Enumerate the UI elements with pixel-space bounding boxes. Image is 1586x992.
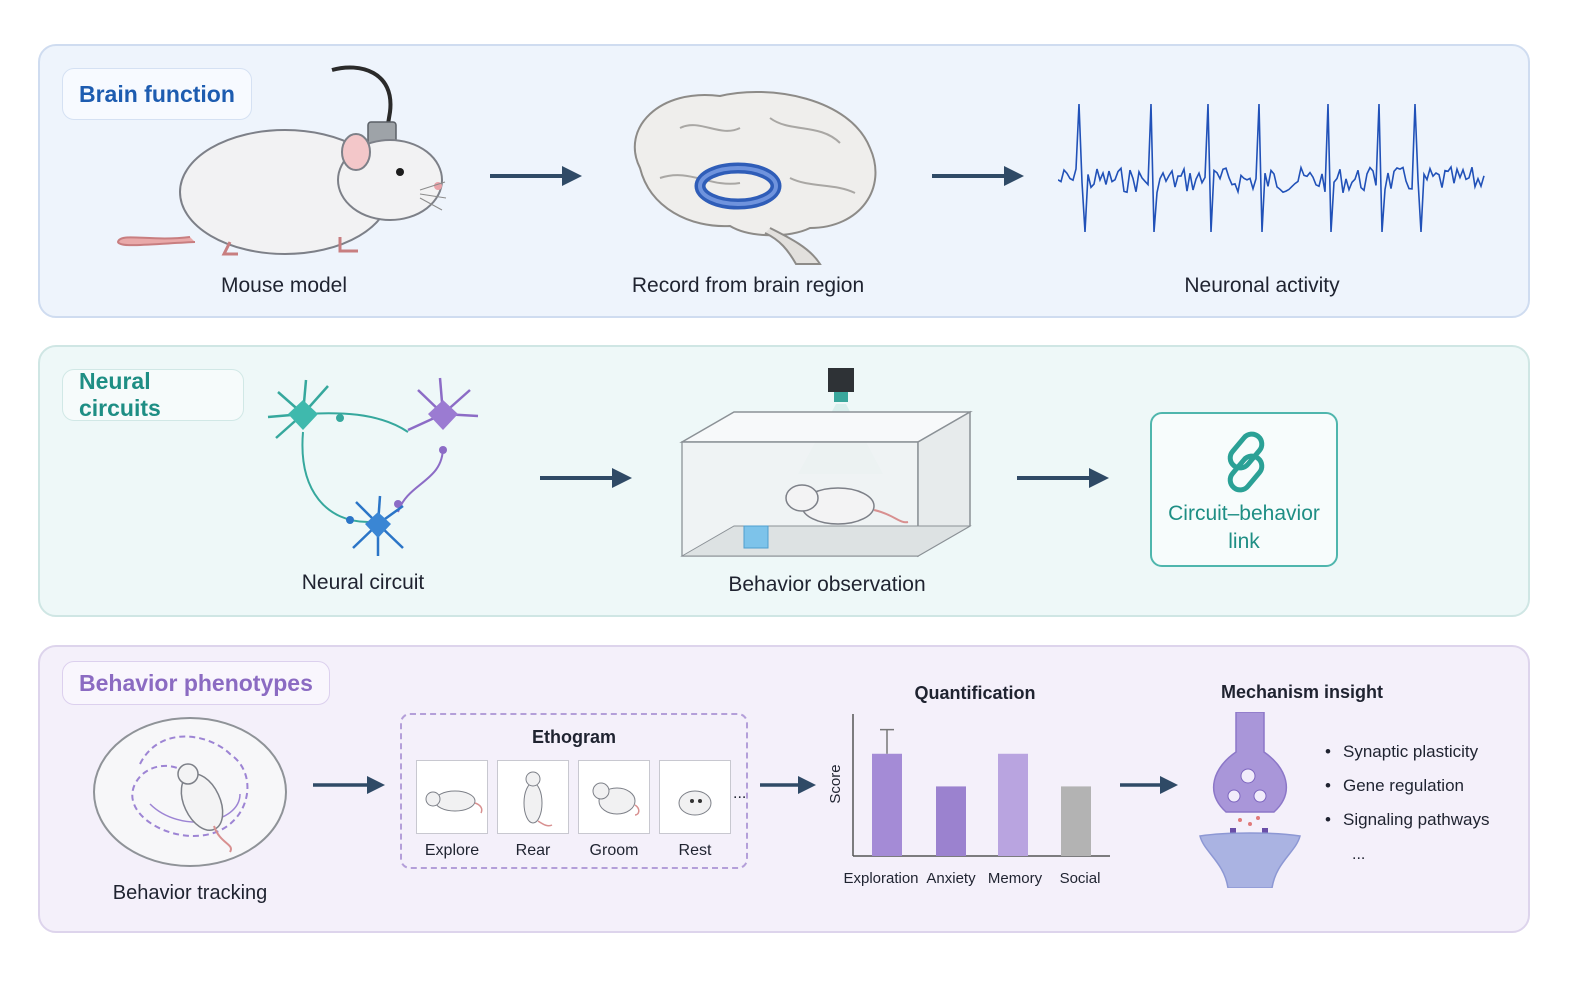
ethogram-label-rest: Rest bbox=[678, 842, 712, 859]
brain-function-badge: Brain function bbox=[62, 68, 252, 120]
step-label-neural-circuit: Neural circuit bbox=[301, 571, 425, 594]
mechanism-more: ... bbox=[1352, 846, 1366, 863]
mechanism-title: Mechanism insight bbox=[1220, 682, 1384, 702]
x-tick-social: Social bbox=[1059, 870, 1101, 887]
arrow-icon bbox=[760, 776, 816, 794]
behavior-arena-icon bbox=[679, 368, 973, 558]
bar-memory bbox=[998, 753, 1028, 856]
behavior-phenotypes-badge: Behavior phenotypes bbox=[62, 661, 330, 705]
tracking-arena-icon bbox=[93, 717, 287, 867]
step-label-neuronal-activity: Neuronal activity bbox=[1184, 274, 1340, 297]
neural-circuit-icon bbox=[267, 377, 479, 556]
ethogram-explore-image bbox=[416, 760, 488, 834]
x-tick-memory: Memory bbox=[987, 870, 1043, 887]
bar-exploration bbox=[872, 753, 902, 856]
step-label-behavior-observation: Behavior observation bbox=[728, 573, 926, 596]
synapse-icon bbox=[1199, 712, 1301, 888]
arrow-icon bbox=[1017, 468, 1109, 488]
quantification-bar-chart: Score bbox=[827, 714, 1110, 857]
mechanism-point-3: Signaling pathways bbox=[1325, 810, 1489, 830]
ethogram-groom-image bbox=[578, 760, 650, 834]
x-tick-exploration: Exploration bbox=[843, 870, 919, 887]
ethogram-rear-image bbox=[497, 760, 569, 834]
y-axis-label: Score bbox=[827, 764, 844, 803]
step-label-mouse-model: Mouse model bbox=[220, 274, 348, 297]
x-tick-anxiety: Anxiety bbox=[926, 870, 976, 887]
circuit-behavior-link-card: Circuit–behavior link bbox=[1150, 412, 1338, 567]
error-bar-exploration bbox=[880, 728, 894, 754]
mechanism-point-1: Synaptic plasticity bbox=[1325, 742, 1478, 762]
quantification-title: Quantification bbox=[914, 683, 1036, 703]
ethogram-label-groom: Groom bbox=[589, 842, 639, 859]
ethogram-ellipsis: ... bbox=[733, 785, 747, 802]
chain-link-icon bbox=[1227, 431, 1265, 493]
mouse-with-implant-icon bbox=[116, 65, 447, 256]
step-label-record-region: Record from brain region bbox=[631, 274, 865, 297]
arrow-icon bbox=[490, 166, 582, 186]
ethogram-box: Ethogram Explore Rear Groom Rest ... bbox=[400, 713, 748, 869]
circuit-behavior-link-label: Circuit–behavior link bbox=[1168, 502, 1320, 553]
bar-social bbox=[1061, 786, 1091, 856]
ethogram-label-rear: Rear bbox=[515, 842, 551, 859]
brain-icon bbox=[633, 90, 877, 265]
arrow-icon bbox=[1120, 776, 1178, 794]
ethogram-label-explore: Explore bbox=[424, 842, 480, 859]
neuronal-activity-trace bbox=[1058, 103, 1485, 233]
mechanism-point-2: Gene regulation bbox=[1325, 776, 1464, 796]
arrow-icon bbox=[313, 776, 385, 794]
arrow-icon bbox=[540, 468, 632, 488]
ethogram-rest-image bbox=[659, 760, 731, 834]
neural-circuits-badge: Neural circuits bbox=[62, 368, 244, 421]
bar-anxiety bbox=[936, 786, 966, 856]
arrow-icon bbox=[932, 166, 1024, 186]
behavior-tracking-label: Behavior tracking bbox=[112, 882, 268, 904]
ethogram-title: Ethogram bbox=[531, 727, 616, 747]
